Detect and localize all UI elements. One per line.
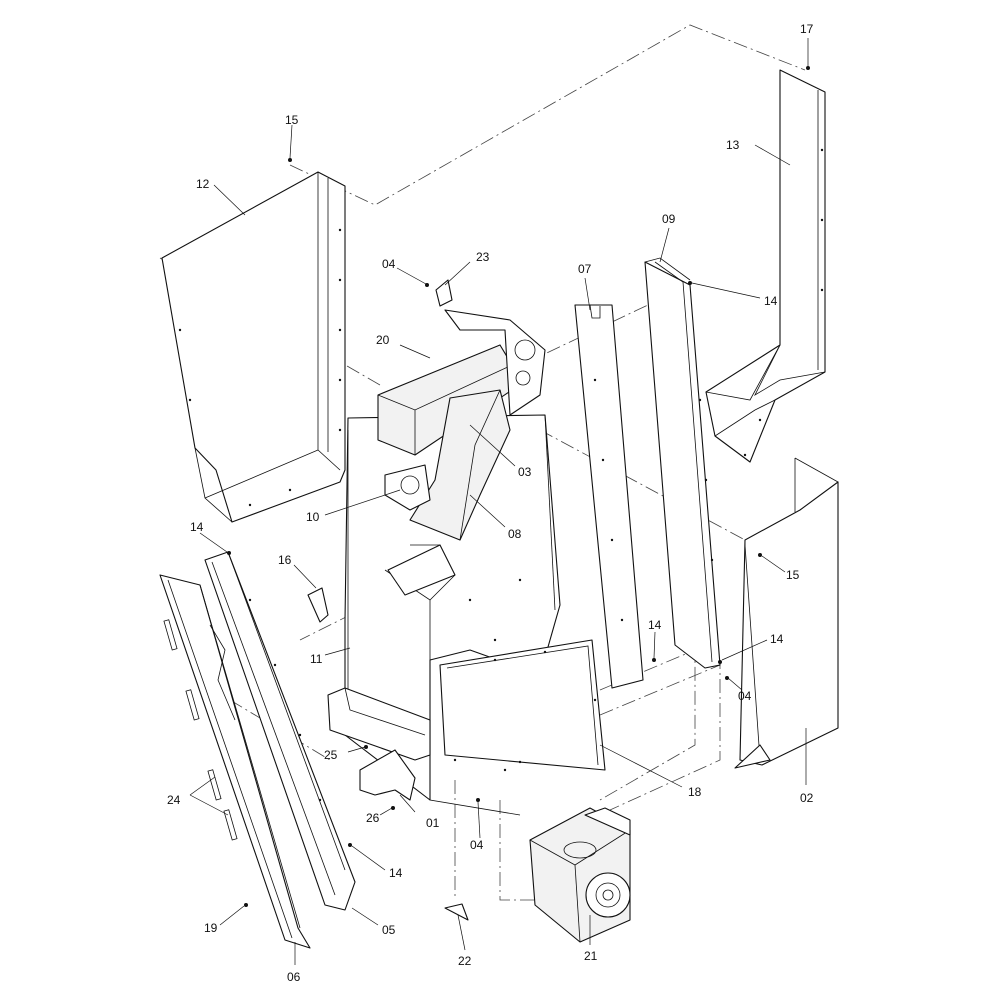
- part-20-motor-box: [377, 309, 546, 456]
- callout-04-top: 04: [382, 257, 396, 271]
- part-14-screw-e: [348, 843, 352, 847]
- callout-14-left: 14: [190, 520, 204, 534]
- part-01-bracket: [359, 749, 416, 801]
- callout-01: 01: [426, 816, 440, 830]
- callout-13: 13: [726, 138, 740, 152]
- callout-20: 20: [376, 333, 390, 347]
- callout-06: 06: [287, 970, 301, 984]
- callout-26: 26: [366, 811, 380, 825]
- part-10-bearing-block: [384, 464, 431, 511]
- callout-15-top: 15: [285, 113, 299, 127]
- callout-19: 19: [204, 921, 218, 935]
- part-05-long-plate: [204, 551, 356, 911]
- part-06-long-plate: [159, 574, 311, 949]
- part-12-left-hood-panel: [161, 171, 346, 523]
- part-19-screw: [244, 903, 248, 907]
- callout-15-right: 15: [786, 568, 800, 582]
- part-02-right-side-panel: [734, 457, 839, 769]
- part-14-screw-d: [718, 660, 722, 664]
- part-11-main-frame: [327, 414, 561, 816]
- callout-16: 16: [278, 553, 292, 567]
- part-25-bolt: [364, 745, 368, 749]
- callout-04-bottom: 04: [470, 838, 484, 852]
- part-22-clip: [444, 903, 469, 921]
- callout-24: 24: [167, 793, 181, 807]
- part-17-screw: [806, 66, 810, 70]
- callout-17: 17: [800, 22, 814, 36]
- part-13-right-chute-panel: [705, 69, 826, 463]
- callout-05: 05: [382, 923, 396, 937]
- part-14-screw-b: [688, 281, 692, 285]
- part-08-duct: [387, 389, 511, 596]
- callout-03: 03: [518, 465, 532, 479]
- leader-lines: [189, 38, 809, 965]
- part-15-screw-b: [758, 553, 762, 557]
- part-07-strip-panel: [574, 304, 644, 689]
- part-09-vertical-channel: [644, 257, 721, 669]
- callout-23: 23: [476, 250, 490, 264]
- callout-12: 12: [196, 177, 210, 191]
- part-21-blower: [529, 807, 631, 943]
- callout-02: 02: [800, 791, 814, 805]
- callout-08: 08: [508, 527, 522, 541]
- callout-labels: 01 02 03 04 04 04 05 06 07 08 09 10 11 1…: [167, 22, 814, 984]
- callout-14-top-right: 14: [764, 294, 778, 308]
- part-16-bracket: [307, 587, 329, 623]
- part-18-door-plate: [439, 639, 606, 771]
- callout-07: 07: [578, 262, 592, 276]
- part-23-bracket: [435, 279, 453, 307]
- callout-25: 25: [324, 748, 338, 762]
- callout-14-mid: 14: [648, 618, 662, 632]
- part-15-screw-a: [288, 158, 292, 162]
- callout-10: 10: [306, 510, 320, 524]
- part-14-screw-c: [652, 658, 656, 662]
- callout-22: 22: [458, 954, 472, 968]
- part-26-nut: [391, 806, 395, 810]
- callout-14-bottom: 14: [389, 866, 403, 880]
- callout-11: 11: [310, 652, 323, 666]
- part-04-screw-b: [725, 676, 729, 680]
- small-hardware: [227, 66, 810, 921]
- callout-18: 18: [688, 785, 702, 799]
- part-04-screw-c: [476, 798, 480, 802]
- callout-14-right: 14: [770, 632, 784, 646]
- callout-09: 09: [662, 212, 676, 226]
- part-14-screw-a: [227, 551, 231, 555]
- callout-21: 21: [584, 949, 598, 963]
- callout-04-right: 04: [738, 689, 752, 703]
